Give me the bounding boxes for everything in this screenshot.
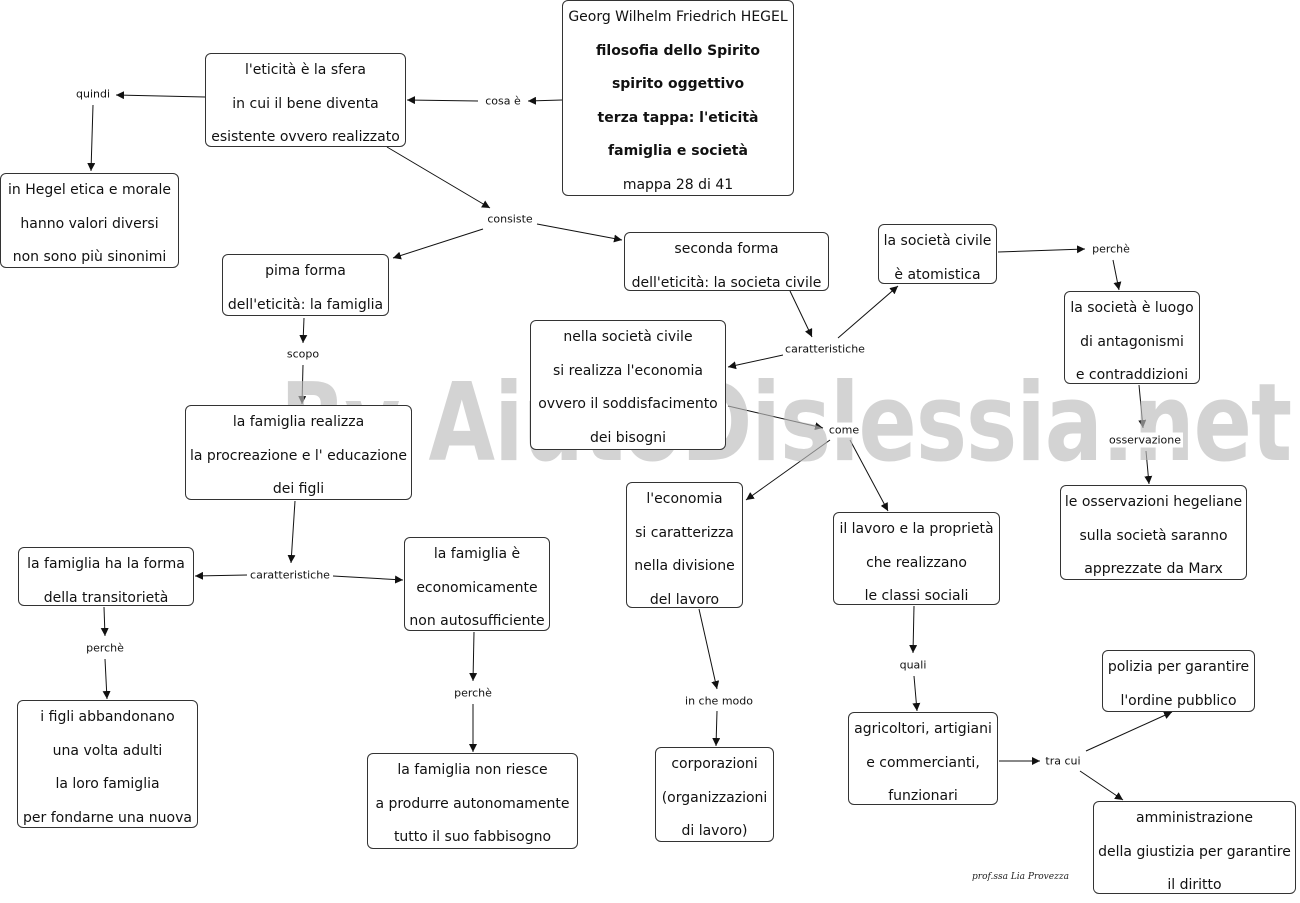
label-perche-autosufficiente: perchè [452,685,494,701]
edge-seconda-forma-caratteristiche [789,290,813,338]
node-antagonismi: la società è luogo di antagonismi e cont… [1064,291,1200,384]
edge-come-lavoro [849,439,889,512]
author-signature: prof.ssa Lia Provezza [972,872,1069,882]
edge-caratteristiche-atomistica [837,285,899,339]
node-corporazioni: corporazioni (organizzazioni di lavoro) [655,747,774,842]
node-lavoro-proprieta: il lavoro e la proprietà che realizzano … [833,512,1000,605]
edge-scopo-famiglia-realizza [298,364,307,405]
node-title: Georg Wilhelm Friedrich HEGEL filosofia … [562,0,794,196]
node-amministrazione: amministrazione della giustizia per gara… [1093,801,1296,894]
edge-quindi-hegel-etica [87,104,96,172]
edge-lavoro-quali [909,605,918,654]
edge-prima-forma-scopo [299,317,308,344]
node-economia-civile: nella società civile si realizza l'econo… [530,320,726,450]
node-polizia: polizia per garantire l'ordine pubblico [1102,650,1255,712]
title-line-subject: filosofia dello Spirito [596,42,760,59]
label-quali: quali [897,657,929,673]
edge-title-cosa-e [527,96,563,105]
edge-caratteristiche-economia [727,354,784,370]
node-non-riesce: la famiglia non riesce a produrre autono… [367,753,578,849]
label-come: come [826,422,862,438]
edge-in-che-modo-corporazioni [712,710,721,747]
node-osservazioni: le osservazioni hegeliane sulla società … [1060,485,1247,580]
edge-economia-come [727,405,824,431]
node-atomistica: la società civile è atomistica [878,224,997,284]
edge-eticita-consiste [386,146,491,209]
label-quindi: quindi [73,86,113,102]
node-eticita: l'eticità è la sfera in cui il bene dive… [205,53,406,147]
title-line-stage: terza tappa: l'eticità [597,109,759,126]
node-famiglia-realizza: la famiglia realizza la procreazione e l… [185,405,412,500]
node-prima-forma: pima forma dell'eticità: la famiglia [222,254,389,316]
edge-famiglia-realizza-caratteristiche [287,500,296,564]
edge-osservazione-osservazioni [1144,450,1153,485]
edge-perche-antagonismi [1112,259,1122,291]
node-transitorieta: la famiglia ha la forma della transitori… [18,547,194,606]
label-osservazione: osservazione [1106,432,1184,448]
node-hegel-etica: in Hegel etica e morale hanno valori div… [0,173,179,268]
title-line-author: Georg Wilhelm Friedrich HEGEL [568,9,788,25]
label-perche-atomistica: perchè [1090,241,1132,257]
edge-caratteristiche-transitorieta [194,571,248,580]
edge-cosa-e-eticita [406,96,479,105]
edge-non-autosufficiente-perche [469,631,478,682]
edge-perche-figli [102,658,111,700]
title-line-map-number: mappa 28 di 41 [622,176,734,193]
edge-divisione-in-che-modo [698,608,720,690]
edge-quali-classi [912,675,921,712]
edge-caratteristiche-non-autosufficiente [332,575,404,584]
node-seconda-forma: seconda forma dell'eticità: la societa c… [624,232,829,291]
label-in-che-modo: in che modo [683,693,755,709]
label-scopo: scopo [284,346,322,362]
edge-tra-cui-amministrazione [1079,770,1124,801]
edge-eticita-quindi [115,91,206,100]
label-caratteristiche-civile: caratteristiche [783,341,867,357]
label-caratteristiche-famiglia: caratteristiche [248,567,332,583]
node-classi: agricoltori, artigiani e commercianti, f… [848,712,998,805]
edge-tra-cui-polizia [1085,711,1173,752]
edge-atomistica-perche [997,245,1086,254]
label-cosa-e: cosa è [483,93,523,109]
node-figli: i figli abbandonano una volta adulti la … [17,700,198,828]
title-line-topic: spirito oggettivo [611,76,745,92]
edge-come-divisione [745,439,831,501]
title-line-theme: famiglia e società [608,143,748,159]
node-non-autosufficiente: la famiglia è economicamente non autosuf… [404,537,550,631]
edge-consiste-prima-forma [392,228,484,260]
edge-consiste-seconda-forma [536,223,623,243]
edge-antagonismi-osservazione [1138,384,1147,429]
label-consiste: consiste [485,211,535,227]
edge-transitorieta-perche [100,606,109,637]
label-tra-cui: tra cui [1043,753,1083,769]
node-divisione-lavoro: l'economia si caratterizza nella divisio… [626,482,743,608]
label-perche-transitorieta: perchè [84,640,126,656]
